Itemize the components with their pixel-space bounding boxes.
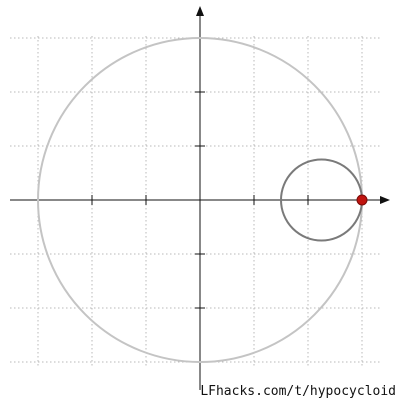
y-axis-arrow [196,6,204,16]
x-axis-arrow [380,196,390,204]
grid [10,36,380,368]
shapes [37,37,368,363]
watermark-text: LFhacks.com/t/hypocycloid [200,384,396,399]
tracing-point [356,194,368,206]
axes [10,6,390,390]
